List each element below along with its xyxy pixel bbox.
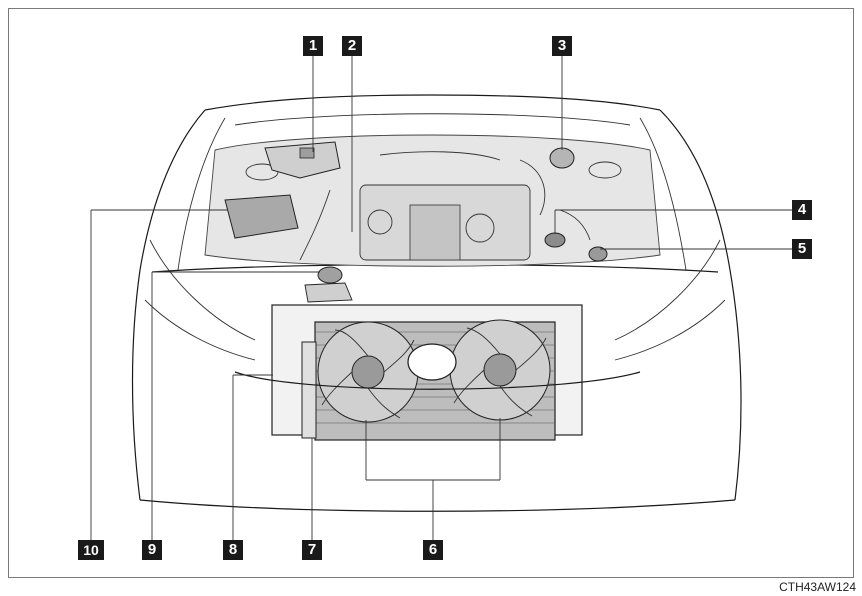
callout-5: 5 — [792, 239, 812, 259]
callout-6: 6 — [423, 540, 443, 560]
leader-lines — [90, 56, 792, 540]
callout-8: 8 — [223, 540, 243, 560]
figure-code: CTH43AW124 — [779, 580, 856, 594]
callout-9: 9 — [142, 540, 162, 560]
callout-1: 1 — [303, 36, 323, 56]
callout-7: 7 — [302, 540, 322, 560]
callout-3: 3 — [552, 36, 572, 56]
callout-10: 10 — [78, 540, 104, 560]
engine-bay — [204, 134, 661, 284]
callout-2: 2 — [342, 36, 362, 56]
radiator-assembly — [234, 282, 641, 441]
diagram-frame — [8, 8, 854, 578]
callout-4: 4 — [792, 200, 812, 220]
